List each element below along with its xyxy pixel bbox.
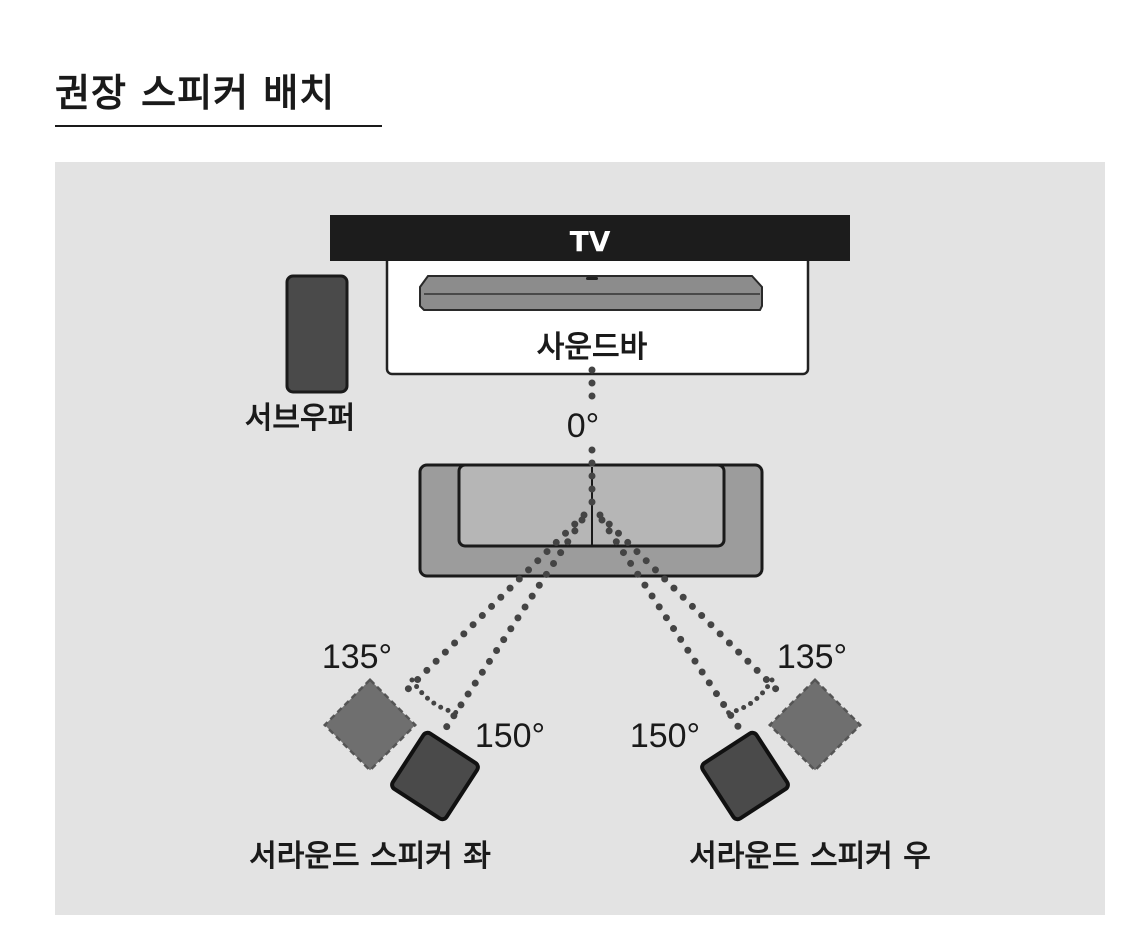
surround-left-label: 서라운드 스피커 좌	[249, 839, 491, 874]
page-title: 권장 스피커 배치	[55, 62, 382, 127]
surround-left-135-position-icon	[322, 677, 418, 773]
tv-label: TV	[570, 225, 611, 258]
soundbar-label: 사운드바	[537, 330, 648, 365]
soundbar-icon	[419, 275, 763, 311]
surround-right-label: 서라운드 스피커 우	[689, 839, 931, 874]
left-135-label: 135°	[322, 638, 392, 676]
surround-right-135-position-icon	[767, 677, 863, 773]
tv	[330, 215, 850, 261]
surround-left-speaker-icon	[390, 730, 480, 822]
right-150-label: 150°	[630, 717, 700, 755]
subwoofer-icon	[285, 274, 349, 394]
sofa-icon	[418, 463, 764, 578]
surround-right-speaker-icon	[700, 730, 790, 822]
left-150-label: 150°	[475, 717, 545, 755]
subwoofer-label: 서브우퍼	[245, 401, 355, 436]
front-angle-label: 0°	[567, 407, 600, 445]
right-135-label: 135°	[777, 638, 847, 676]
angle-lines	[398, 366, 786, 741]
